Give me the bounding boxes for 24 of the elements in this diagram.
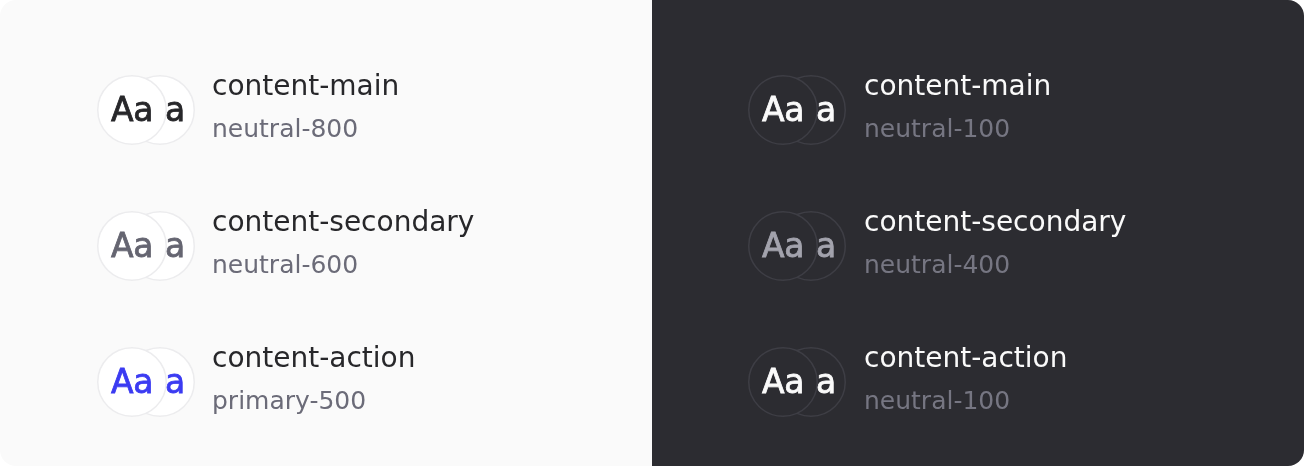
type-sample: Aa [110, 89, 154, 131]
token-name: content-main [212, 70, 400, 102]
type-sample: Aa [761, 225, 805, 267]
token-value: neutral-100 [864, 385, 1011, 417]
token-name: content-secondary [212, 206, 475, 238]
token-value: neutral-400 [864, 249, 1011, 281]
type-sample: a [816, 89, 836, 131]
type-sample: a [816, 225, 836, 267]
token-name: content-secondary [864, 206, 1127, 238]
type-sample: Aa [761, 361, 805, 403]
type-sample: Aa [761, 89, 805, 131]
type-sample: a [165, 89, 185, 131]
token-value: neutral-100 [864, 113, 1011, 145]
type-sample: Aa [110, 361, 154, 403]
token-name: content-main [864, 70, 1052, 102]
token-name: content-action [864, 342, 1068, 374]
token-name: content-action [212, 342, 416, 374]
token-value: primary-500 [212, 385, 367, 417]
type-sample: a [165, 361, 185, 403]
token-value: neutral-600 [212, 249, 359, 281]
type-sample: a [816, 361, 836, 403]
type-sample: a [165, 225, 185, 267]
token-value: neutral-800 [212, 113, 359, 145]
type-sample: Aa [110, 225, 154, 267]
